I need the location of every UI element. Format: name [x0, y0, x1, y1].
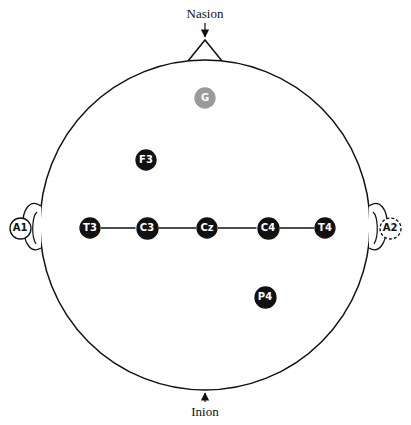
electrode-circle: [380, 218, 401, 239]
electrode-line: [218, 227, 257, 228]
ground-electrode: G: [194, 87, 216, 109]
electrode-circle: [315, 218, 335, 238]
reference-electrode: A2: [379, 217, 402, 240]
nasion-arrow: [204, 23, 205, 37]
electrode: T4: [314, 217, 336, 239]
electrode-label: G: [201, 93, 209, 103]
right-ear-inner: [373, 212, 377, 244]
head-outline: [40, 60, 370, 390]
electrode: P4: [254, 286, 277, 309]
nose-outline: [188, 40, 222, 61]
electrode-circle: [197, 218, 217, 238]
electrode-label: A1: [13, 223, 28, 233]
electrode: C3: [136, 217, 159, 240]
electrode-label: T4: [318, 223, 332, 233]
electrode: C4: [257, 217, 280, 240]
electrode-circle: [10, 218, 31, 239]
inion-arrow: [204, 393, 205, 402]
electrode-line: [280, 227, 315, 228]
electrode-label: P4: [258, 292, 272, 302]
electrode: Cz: [196, 217, 218, 239]
electrode-label: T3: [83, 223, 97, 233]
electrode-line: [101, 227, 136, 228]
electrode-circle: [137, 218, 158, 239]
electrode-label: F3: [139, 155, 153, 165]
electrode-label: A2: [383, 223, 398, 233]
electrode-circle: [258, 218, 279, 239]
electrode: T3: [79, 217, 101, 239]
electrode-label: C4: [261, 223, 275, 233]
electrode-label: C3: [140, 223, 154, 233]
electrode-circle: [255, 287, 276, 308]
electrode-circle: [136, 150, 156, 170]
electrode-circle: [80, 218, 100, 238]
electrode-circle: [195, 88, 215, 108]
landmark-label: Inion: [191, 404, 218, 420]
landmark-label: Nasion: [187, 6, 224, 22]
electrode-line: [159, 227, 197, 228]
electrode-label: Cz: [200, 223, 213, 233]
electrode: F3: [135, 149, 157, 171]
reference-electrode: A1: [9, 217, 32, 240]
left-ear-inner: [33, 212, 37, 244]
